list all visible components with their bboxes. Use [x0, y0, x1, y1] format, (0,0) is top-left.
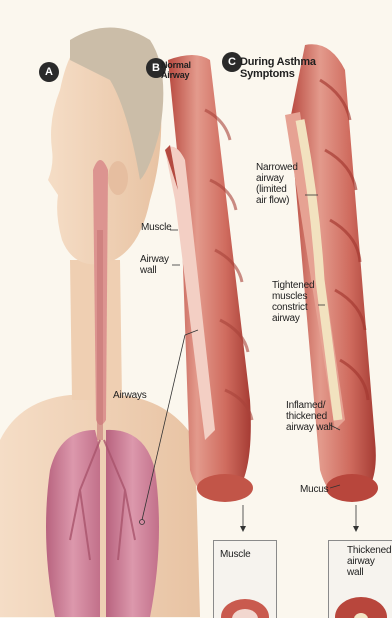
mucus-label: Mucus — [300, 484, 328, 495]
muscle-label: Muscle — [141, 222, 171, 233]
person-figure — [0, 28, 200, 618]
tightened-muscles-label: Tightened muscles constrict airway — [272, 280, 314, 324]
normal-inset-box: Muscle — [213, 540, 277, 618]
airways-label: Airways — [113, 390, 147, 401]
inflamed-wall-label: Inflamed/ thickened airway wall — [286, 400, 333, 433]
panel-c-badge: C — [222, 52, 242, 72]
asthma-inset-box: Thickened airway wall — [328, 540, 392, 618]
narrowed-airway-label: Narrowed airway (limited air flow) — [256, 162, 298, 206]
panel-c-title: During Asthma Symptoms — [240, 56, 316, 80]
panel-b-title: Normal Airway — [161, 60, 191, 80]
asthma-airway-tube — [285, 44, 378, 502]
panel-a-badge: A — [39, 62, 59, 82]
inset-asthma-cross-section — [329, 541, 392, 618]
inset-normal-cross-section — [214, 541, 276, 618]
airway-wall-label: Airway wall — [140, 254, 169, 276]
